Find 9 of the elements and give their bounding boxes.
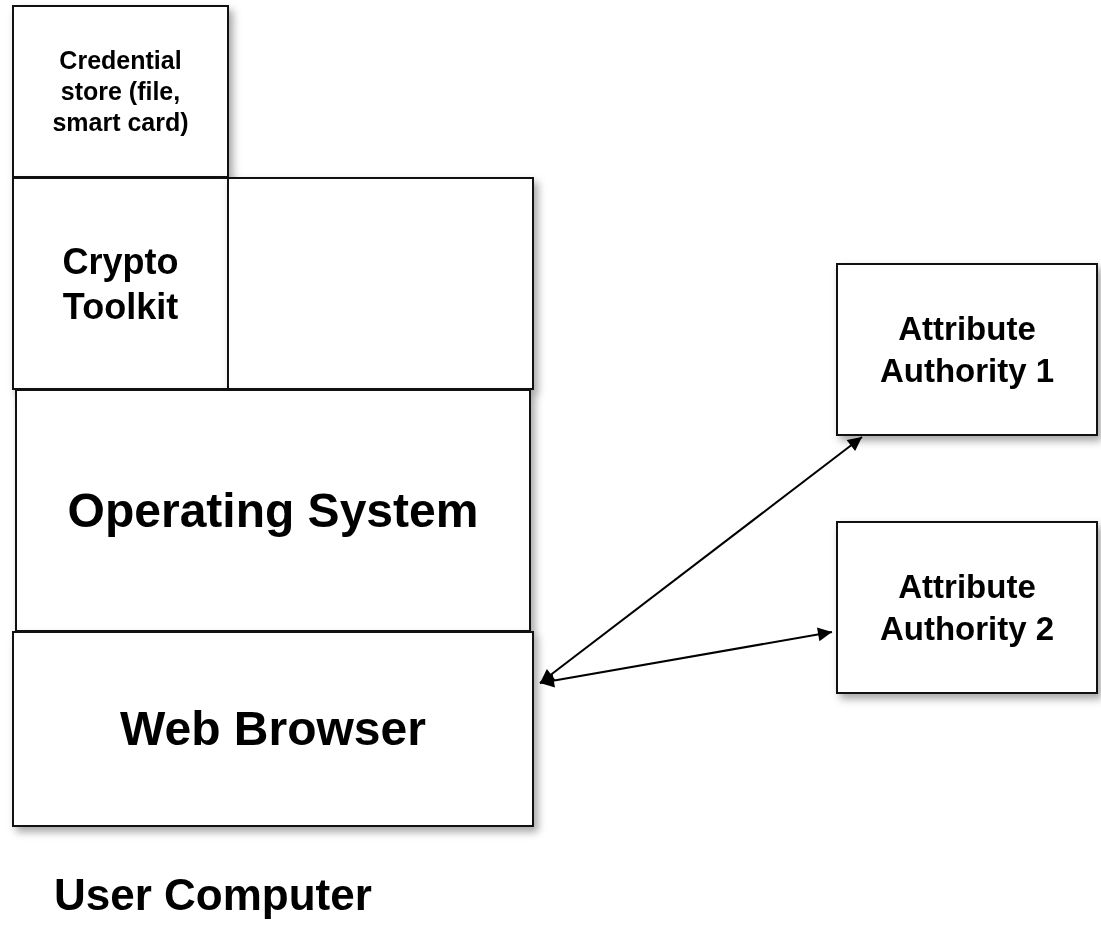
authority-box: Attribute Authority 1 (836, 263, 1098, 436)
authority-box: Attribute Authority 2 (836, 521, 1098, 694)
caption-label: User Computer (54, 870, 372, 920)
double-arrow (539, 436, 863, 684)
double-arrow (539, 627, 833, 688)
operating-system-box: Operating System (15, 389, 531, 632)
web-browser-box: Web Browser (12, 631, 534, 827)
credential-store-box: Credential store (file, smart card) (12, 5, 229, 178)
toolkit-box: Crypto Toolkit (12, 177, 229, 390)
